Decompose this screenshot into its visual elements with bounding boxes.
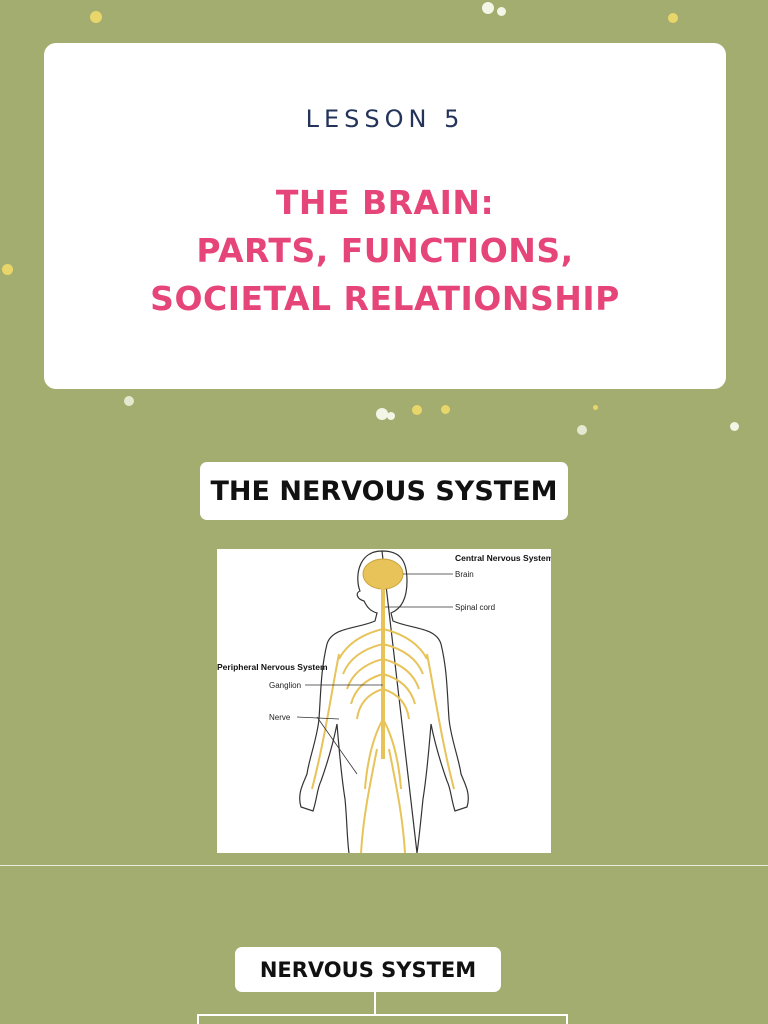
- peripheral-nervous-system-label: Peripheral Nervous System: [217, 662, 328, 672]
- confetti-dot: [2, 264, 13, 275]
- confetti-dot: [668, 13, 678, 23]
- title-line-1: THE BRAIN:: [275, 183, 495, 222]
- slide-divider: [0, 865, 768, 866]
- confetti-dot: [577, 425, 587, 435]
- lesson-title: THE BRAIN: PARTS, FUNCTIONS, SOCIETAL RE…: [44, 179, 726, 323]
- nervous-system-diagram: Central Nervous System Brain Spinal cord…: [217, 549, 554, 854]
- spinal-cord-label: Spinal cord: [455, 603, 495, 612]
- label-leaders: [296, 573, 453, 775]
- central-nervous-system-label: Central Nervous System: [455, 553, 551, 563]
- section-heading: THE NERVOUS SYSTEM: [200, 462, 568, 520]
- confetti-dot: [90, 11, 102, 23]
- title-line-2: PARTS, FUNCTIONS,: [196, 231, 574, 270]
- nerve-label: Nerve: [269, 713, 291, 722]
- body-illustration: Central Nervous System Brain Spinal cord…: [217, 550, 554, 854]
- brain-shape: [362, 558, 404, 590]
- title-card: LESSON 5 THE BRAIN: PARTS, FUNCTIONS, SO…: [44, 43, 726, 389]
- confetti-dot: [441, 405, 450, 414]
- confetti-dot: [593, 405, 598, 410]
- brain-label: Brain: [455, 570, 474, 579]
- confetti-dot: [730, 422, 739, 431]
- lesson-label: LESSON 5: [305, 105, 465, 133]
- ganglion-label: Ganglion: [269, 681, 301, 690]
- confetti-dot: [124, 396, 134, 406]
- confetti-dot: [376, 408, 388, 420]
- tree-root-box: NERVOUS SYSTEM: [235, 947, 501, 992]
- confetti-dot: [387, 412, 395, 420]
- title-line-3: SOCIETAL RELATIONSHIP: [150, 279, 620, 318]
- confetti-dot: [497, 7, 506, 16]
- confetti-dot: [412, 405, 422, 415]
- confetti-dot: [482, 2, 494, 14]
